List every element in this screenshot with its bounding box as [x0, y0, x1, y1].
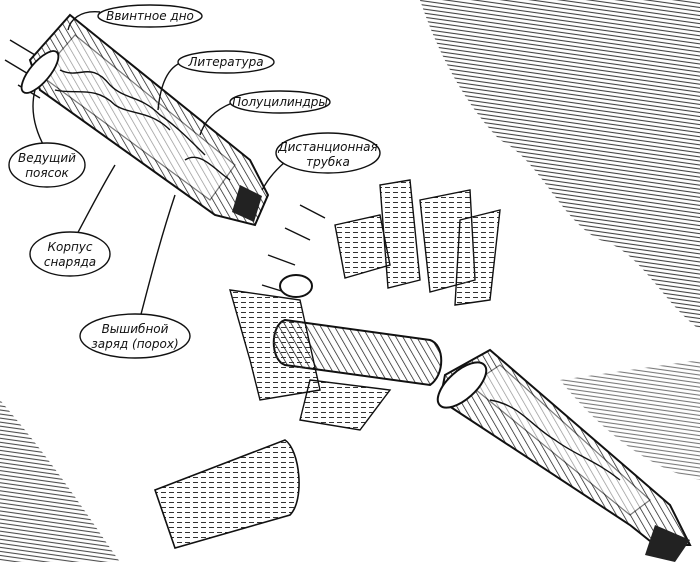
- label-charge-line1: Вышибной: [102, 322, 169, 336]
- leader-literature: [157, 62, 181, 111]
- leader-charge: [139, 194, 176, 319]
- shell-closed: [20, 13, 270, 227]
- callout-half-cylinders: Полуцилиндры: [229, 90, 331, 114]
- label-body-line2: снаряда: [44, 255, 96, 269]
- label-charge-line2: заряд (порох): [91, 337, 178, 351]
- leaflets: [153, 179, 501, 549]
- label-distance-tube-line2: трубка: [306, 155, 350, 169]
- shell-opened: [436, 348, 692, 562]
- label-screw-bottom: Ввинтное дно: [106, 9, 194, 23]
- callout-driving-band: Ведущий поясок: [8, 142, 86, 188]
- label-body-line1: Корпус: [47, 240, 92, 254]
- label-driving-band-line2: поясок: [25, 166, 69, 180]
- label-driving-band-line1: Ведущий: [18, 151, 76, 165]
- leader-distance-tube: [261, 161, 286, 191]
- label-distance-tube-line1: Дистанционная: [277, 140, 378, 154]
- callout-screw-bottom: Ввинтное дно: [97, 4, 203, 28]
- callout-literature: Литература: [177, 50, 275, 74]
- leader-half-cylinders: [199, 102, 233, 136]
- leader-body: [74, 164, 116, 239]
- label-literature: Литература: [187, 55, 263, 69]
- callout-body: Корпус снаряда: [29, 231, 111, 277]
- leader-lines: [32, 11, 286, 319]
- callout-distance-tube: Дистанционная трубка: [275, 132, 381, 174]
- callout-charge: Вышибной заряд (порох): [79, 313, 191, 359]
- leader-driving-band: [32, 89, 46, 149]
- leader-screw-bottom: [67, 11, 101, 31]
- label-half-cylinders: Полуцилиндры: [232, 95, 328, 109]
